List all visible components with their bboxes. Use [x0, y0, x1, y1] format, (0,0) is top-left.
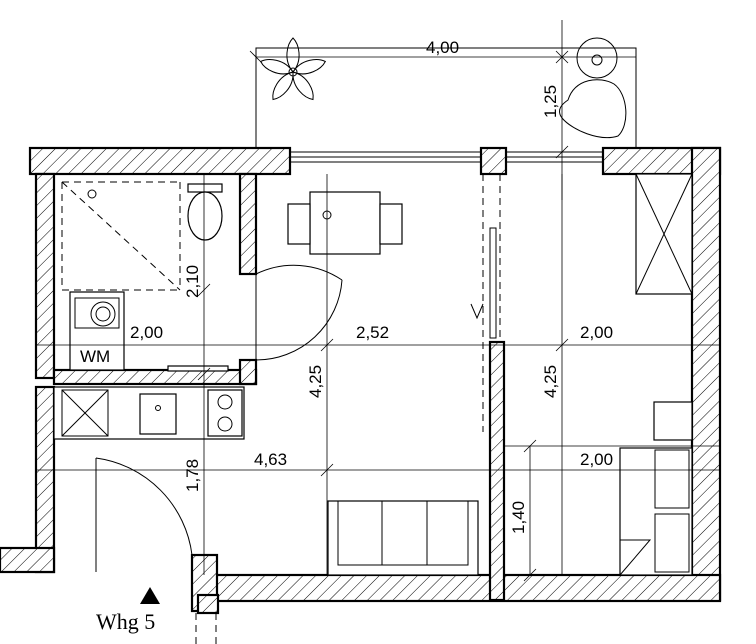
- entrance-door[interactable]: [95, 457, 193, 572]
- bath-door[interactable]: [255, 264, 343, 361]
- windows: [289, 148, 604, 174]
- hall-width-label: 4,63: [254, 450, 287, 469]
- balcony-dimension-lines: [249, 20, 636, 200]
- living-depth-label: 4,25: [306, 365, 325, 398]
- balcony-depth-label: 1,25: [541, 85, 560, 118]
- dining-table-icon: [287, 191, 403, 255]
- bed-depth-label: 1,40: [509, 501, 528, 534]
- entrance-arrow-icon: [140, 587, 160, 604]
- living-width-label: 2,52: [356, 323, 389, 342]
- bed-width-label: 2,00: [580, 450, 613, 469]
- wardrobe-icon: [635, 173, 693, 295]
- plant-icon: [259, 37, 327, 101]
- sleeping-depth-label: 4,25: [541, 365, 560, 398]
- bed-icon: [619, 447, 693, 577]
- balcony-width-label: 4,00: [426, 38, 459, 57]
- shower-icon: [61, 181, 181, 291]
- cooktop-icon: [207, 389, 243, 437]
- apartment-label: Whg 5: [96, 609, 155, 634]
- nightstand-icon: [653, 401, 693, 441]
- bath-depth-label: 2,10: [183, 265, 202, 298]
- sliding-door[interactable]: [470, 174, 501, 432]
- toilet-icon: [187, 183, 223, 241]
- hall-depth-label: 1,78: [183, 459, 202, 492]
- sofa-icon: [327, 500, 479, 576]
- sleeping-width-label: 2,00: [580, 323, 613, 342]
- bath-width-label: 2,00: [130, 323, 163, 342]
- kitchen-sink-icon: [139, 393, 177, 435]
- washing-machine-icon: [69, 291, 125, 371]
- bath-sink-icon: [167, 365, 229, 372]
- dimension-lines: [36, 174, 720, 582]
- lounge-chair-icon: [559, 79, 627, 139]
- washing-machine-label: WM: [80, 347, 110, 366]
- balcony-table-icon: [576, 37, 618, 79]
